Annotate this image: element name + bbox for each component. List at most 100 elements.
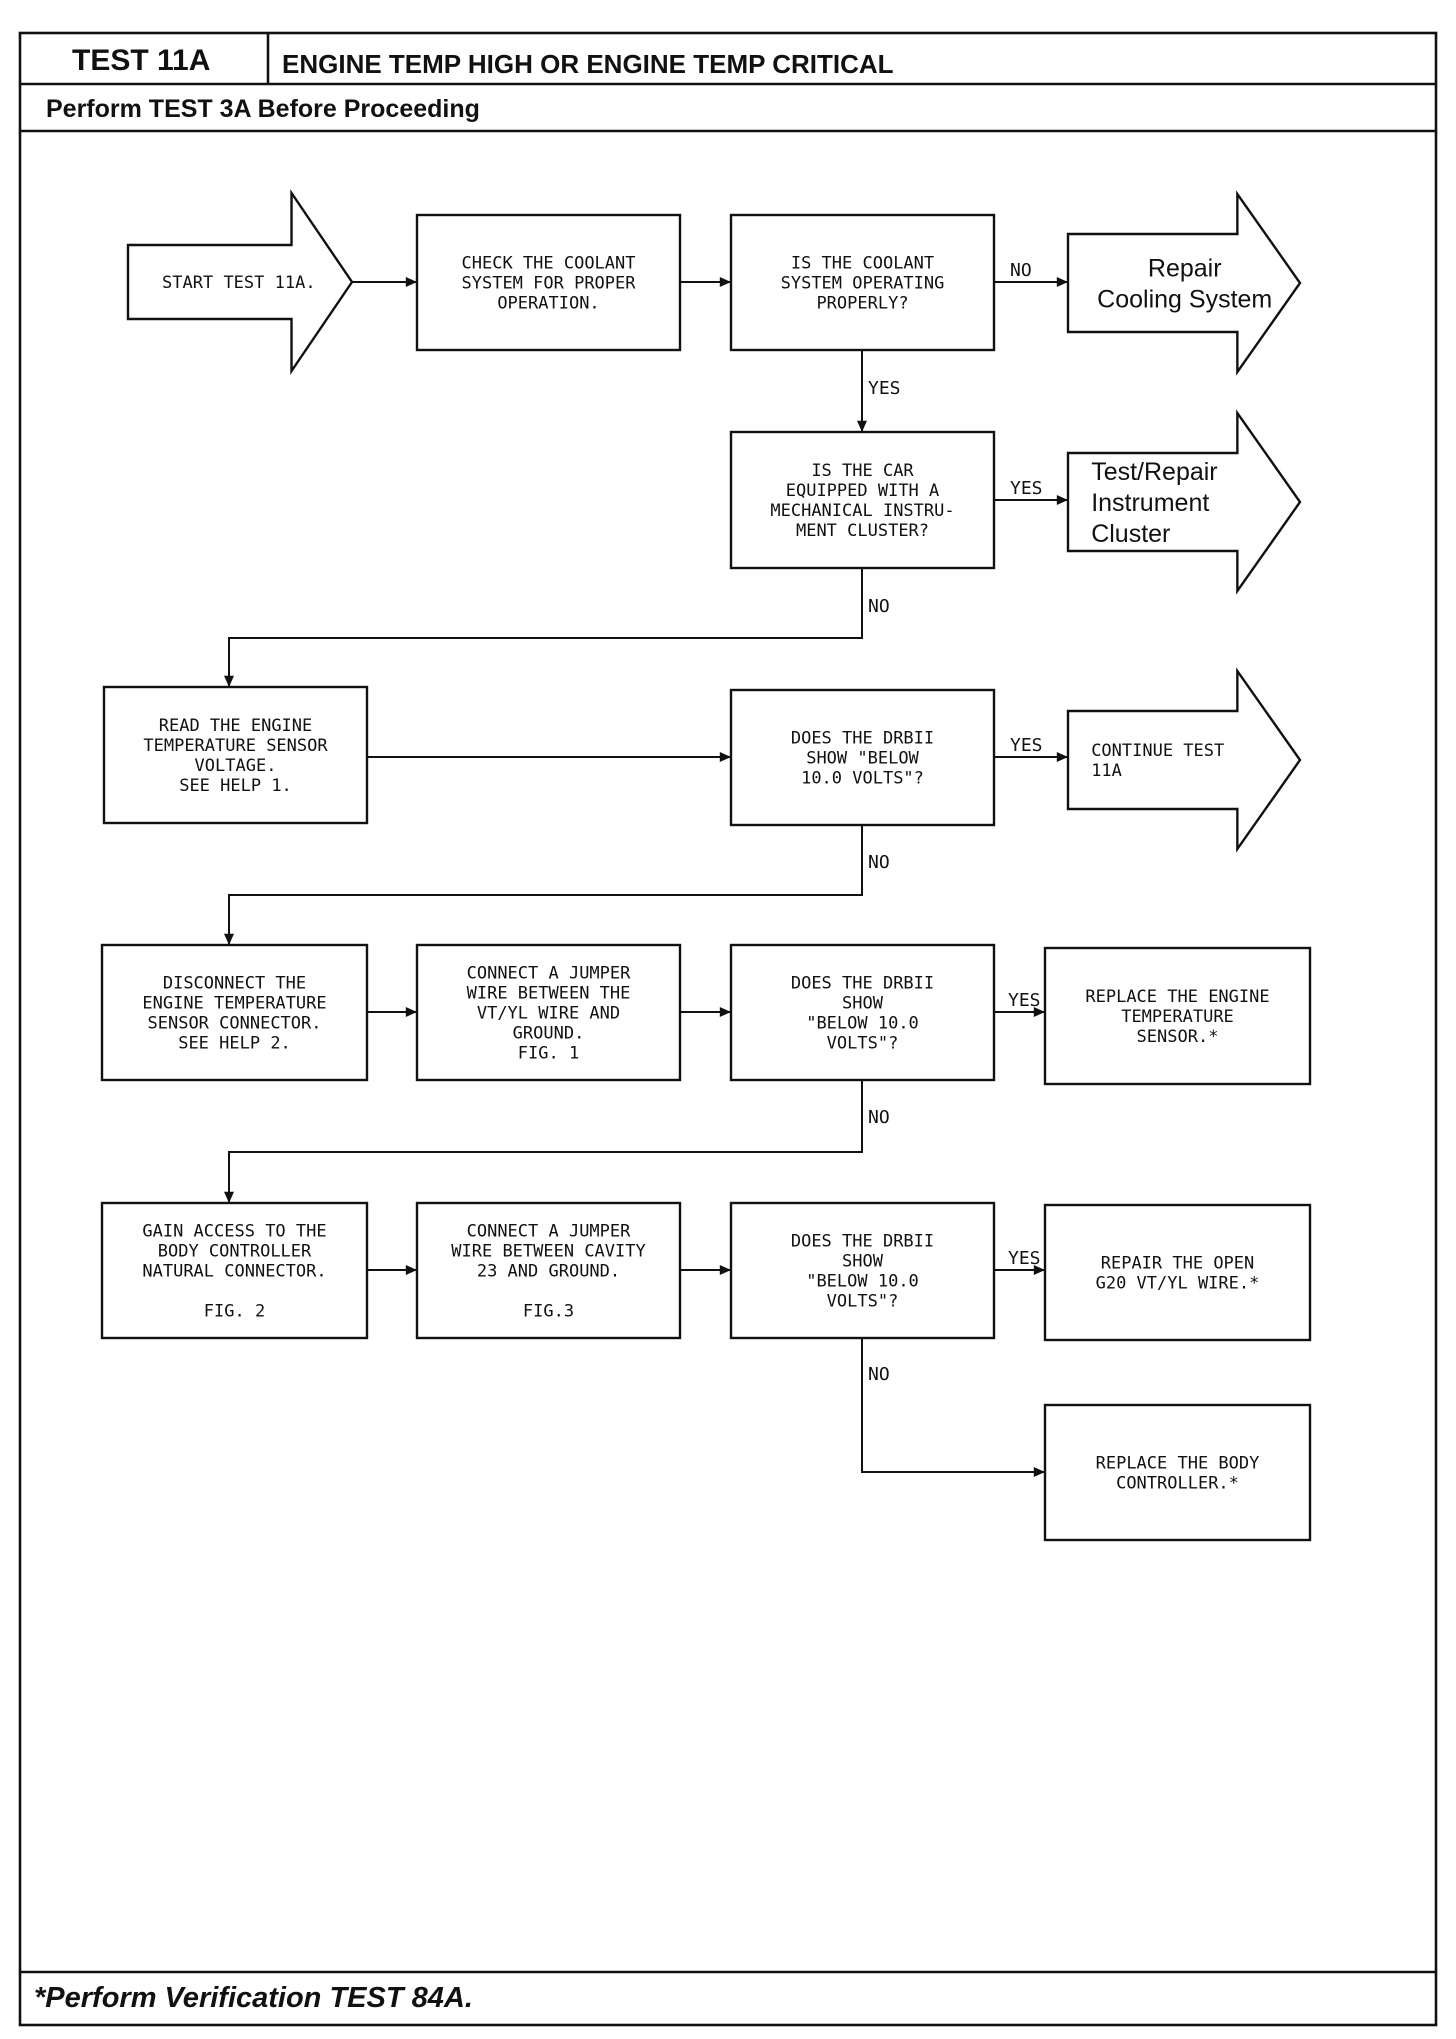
edge-label: YES xyxy=(1008,1248,1041,1269)
edge-disconnect-sensor-to-jumper-vt-yl xyxy=(367,1007,417,1017)
test-id-label: TEST 11A xyxy=(72,44,210,77)
arrowhead xyxy=(1056,277,1068,287)
drb_below_3-line: SHOW xyxy=(842,1251,884,1271)
edge-mech-cluster-to-read-sensor: NO xyxy=(224,568,890,687)
jumper_vt_yl-line: CONNECT A JUMPER xyxy=(467,963,632,983)
repair_open-line: REPAIR THE OPEN xyxy=(1101,1253,1255,1273)
process-box xyxy=(100,1201,369,1340)
edge-label: NO xyxy=(868,1107,890,1128)
block-arrow-shape xyxy=(1066,409,1302,595)
repair_cluster-line: Instrument xyxy=(1091,489,1209,517)
edge-coolant-ok-to-mech-cluster: YES xyxy=(857,350,901,432)
block-arrow-shape xyxy=(1066,667,1302,853)
drb_below_2-line: "BELOW 10.0 xyxy=(806,1013,919,1033)
jumper_cavity-line: FIG.3 xyxy=(523,1301,574,1321)
arrowhead xyxy=(405,277,417,287)
jumper_vt_yl-line: GROUND. xyxy=(513,1023,585,1043)
connector-line xyxy=(228,1080,863,1203)
connector-line xyxy=(861,1338,1045,1473)
arrowhead xyxy=(224,675,234,687)
edge-drb-below-2-to-access-body: NO xyxy=(224,1080,890,1203)
repair_cooling-line: Cooling System xyxy=(1097,285,1272,313)
access_body-line: NATURAL CONNECTOR. xyxy=(142,1261,326,1281)
process-box xyxy=(729,943,996,1082)
replace_body-line: REPLACE THE BODY xyxy=(1096,1453,1260,1473)
connector-line xyxy=(228,825,863,945)
repair_cluster-line: Cluster xyxy=(1091,520,1170,548)
drb_below_3-line: "BELOW 10.0 xyxy=(806,1271,919,1291)
arrowhead xyxy=(224,933,234,945)
read_sensor-line: READ THE ENGINE xyxy=(159,716,313,736)
edge-label: NO xyxy=(868,1364,890,1385)
edge-drb-below-3-to-replace-body: NO xyxy=(861,1338,1045,1477)
footer-note: *Perform Verification TEST 84A. xyxy=(34,1982,473,2014)
edge-drb-below-2-to-replace-sensor: YES xyxy=(994,990,1045,1017)
process-box xyxy=(415,1201,682,1340)
arrowhead xyxy=(719,1265,731,1275)
edge-label: YES xyxy=(868,378,901,399)
disconnect_sensor-line: ENGINE TEMPERATURE xyxy=(142,993,326,1013)
drb_below_3-line: VOLTS"? xyxy=(827,1291,899,1311)
edge-label: YES xyxy=(1010,478,1043,499)
arrowhead xyxy=(857,420,867,432)
mech_cluster-line: EQUIPPED WITH A xyxy=(786,481,940,501)
continue_test-line: 11A xyxy=(1091,761,1122,781)
replace_sensor-line: SENSOR.* xyxy=(1137,1027,1219,1047)
jumper_cavity-line: 23 AND GROUND. xyxy=(477,1261,620,1281)
arrowhead xyxy=(405,1265,417,1275)
prerequisite-note: Perform TEST 3A Before Proceeding xyxy=(46,95,480,123)
jumper_vt_yl-line: WIRE BETWEEN THE xyxy=(467,983,631,1003)
access_body-line: GAIN ACCESS TO THE xyxy=(142,1221,326,1241)
arrowhead xyxy=(1033,1007,1045,1017)
test-title: ENGINE TEMP HIGH OR ENGINE TEMP CRITICAL xyxy=(282,49,894,79)
edge-jumper-vt-yl-to-drb-below-2 xyxy=(680,1007,731,1017)
repair_cluster-line: Test/Repair xyxy=(1091,458,1217,486)
arrowhead xyxy=(1033,1265,1045,1275)
start-line: START TEST 11A. xyxy=(162,273,316,293)
drb_below_2-line: SHOW xyxy=(842,993,884,1013)
node-start: START TEST 11A. xyxy=(126,189,354,375)
process-box xyxy=(1043,946,1312,1086)
edge-mech-cluster-to-repair-cluster: YES xyxy=(994,478,1068,505)
access_body-line: FIG. 2 xyxy=(204,1301,265,1321)
edge-label: NO xyxy=(1010,260,1032,281)
edge-check-coolant-to-coolant-ok xyxy=(680,277,731,287)
drb_below_2-line: VOLTS"? xyxy=(827,1033,899,1053)
page-frame xyxy=(18,31,1438,2027)
process-box xyxy=(415,943,682,1082)
replace_sensor-line: TEMPERATURE xyxy=(1121,1007,1234,1027)
process-box xyxy=(729,213,996,352)
process-box xyxy=(729,1201,996,1340)
edges-layer: NO YES YES NO YES NO YES NO YES NO xyxy=(224,260,1068,1477)
mech_cluster-line: MENT CLUSTER? xyxy=(796,521,929,541)
jumper_vt_yl-line: FIG. 1 xyxy=(518,1043,579,1063)
drb_below_3-line: DOES THE DRBII xyxy=(791,1231,934,1251)
arrowhead xyxy=(224,1191,234,1203)
edge-drb-below-1-to-disconnect-sensor: NO xyxy=(224,825,890,945)
jumper_cavity-line: CONNECT A JUMPER xyxy=(467,1221,632,1241)
jumper_vt_yl-line: VT/YL WIRE AND xyxy=(477,1003,620,1023)
arrowhead xyxy=(719,752,731,762)
disconnect_sensor-line: SENSOR CONNECTOR. xyxy=(148,1013,322,1033)
check_coolant-line: CHECK THE COOLANT xyxy=(462,253,636,273)
edge-coolant-ok-to-repair-cooling: NO xyxy=(994,260,1068,287)
arrowhead xyxy=(405,1007,417,1017)
arrowhead xyxy=(1056,752,1068,762)
edge-label: YES xyxy=(1010,735,1043,756)
edge-label: YES xyxy=(1008,990,1041,1011)
jumper_cavity-line: WIRE BETWEEN CAVITY xyxy=(451,1241,645,1261)
drb_below_1-line: DOES THE DRBII xyxy=(791,728,934,748)
